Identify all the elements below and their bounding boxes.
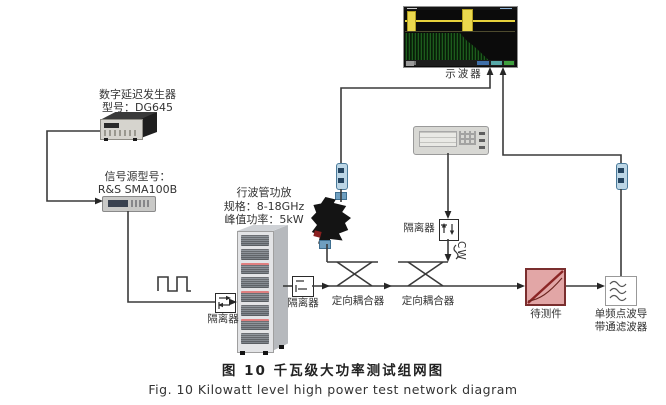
rack-drawer: [241, 263, 269, 274]
cw-source-display: [419, 131, 457, 147]
rack-drawer: [241, 333, 269, 344]
attenuator-right: [616, 163, 628, 190]
signal-source-display: [108, 200, 128, 207]
scope-header-text-dash: [500, 8, 512, 9]
isolator-3-symbol: [439, 219, 459, 241]
delay-generator-display: [104, 123, 119, 128]
square-wave-icon: [157, 276, 191, 292]
coupler-1-label: 定向耦合器: [331, 295, 385, 307]
isolator-2-symbol: [292, 276, 314, 297]
rack-drawer: [241, 291, 269, 302]
rack-drawer: [241, 249, 269, 260]
isolator-2-label: 隔离器: [287, 297, 319, 309]
scope-status-bar: [405, 60, 515, 66]
oscilloscope-label: 示波器: [445, 68, 483, 80]
twt-tube-image: [311, 197, 351, 247]
delay-generator-label: 数字延迟发生器 型号：DG645: [99, 88, 176, 114]
delay-generator-foot: [104, 138, 108, 141]
scope-trace-line: [405, 20, 515, 22]
delay-generator-image: [141, 112, 157, 138]
twt-connector: [319, 240, 331, 249]
isolator-1-label: 隔离器: [207, 313, 239, 325]
attenuator-left: [336, 163, 348, 190]
scope-header-text-dash: [407, 8, 417, 9]
twt-detail: [313, 230, 322, 238]
delay-generator-foot: [133, 138, 137, 141]
coupler-2-label: 定向耦合器: [401, 295, 455, 307]
signal-source-buttons: [131, 200, 149, 207]
cw-source-knobs: [479, 131, 485, 149]
scope-header-strip: [404, 7, 517, 10]
scope-status-chip: [477, 61, 489, 65]
scope-pulse-2: [462, 9, 473, 32]
rack-cabinet-image: [272, 225, 288, 351]
dut-box: [525, 268, 566, 306]
rack-drawer: [241, 319, 269, 330]
signal-source-label: 信号源型号： R&S SMA100B: [97, 170, 178, 196]
rack-foot: [279, 345, 284, 349]
oscilloscope-image: [403, 6, 518, 68]
rack-drawer: [241, 235, 269, 246]
isolator-1-symbol: [215, 293, 236, 313]
rack-cabinet-image: [237, 225, 288, 232]
figure-caption-en: Fig. 10 Kilowatt level high power test n…: [148, 382, 518, 397]
rack-drawer: [241, 305, 269, 316]
cw-source-image: [413, 126, 489, 155]
figure-caption-zh: 图 10 千瓦级大功率测试组网图: [221, 363, 445, 379]
scope-separator: [405, 31, 515, 32]
dut-label: 待测件: [530, 308, 562, 320]
delay-generator-image: [100, 119, 143, 140]
delay-generator-buttons: [104, 130, 138, 136]
scope-pulse-1: [407, 11, 416, 32]
twt-connector: [335, 192, 347, 200]
bandpass-filter-label: 单频点波导 带通滤波器: [594, 308, 648, 333]
cw-label: CW: [455, 241, 467, 261]
bandpass-filter-box: [605, 276, 637, 306]
rack-foot: [263, 351, 268, 355]
scope-bezel-chip: [406, 61, 414, 66]
scope-status-chip: [504, 61, 514, 65]
scope-status-chip: [491, 61, 502, 65]
signal-source-image: [102, 196, 156, 212]
scope-waveform-area: [405, 33, 489, 60]
cw-source-keypad: [459, 131, 476, 145]
delay-generator-image: [100, 112, 157, 120]
rack-cabinet-image: [237, 231, 274, 353]
rack-drawer: [241, 277, 269, 288]
isolator-3-label: 隔离器: [403, 222, 435, 234]
twt-amplifier-label: 行波管功放 规格：8-18GHz 峰值功率：5kW: [223, 186, 305, 226]
rack-foot: [240, 351, 245, 355]
